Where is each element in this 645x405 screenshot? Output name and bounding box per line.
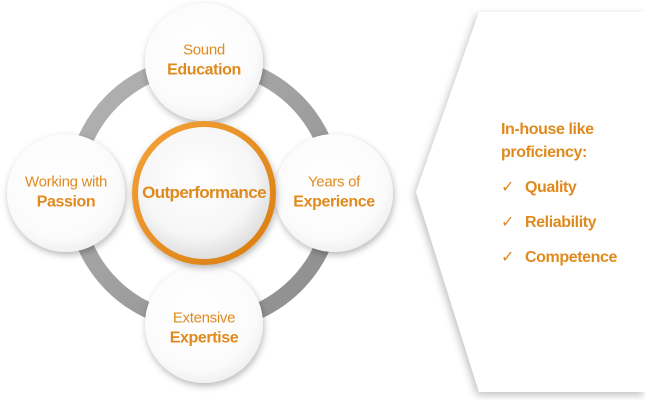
node-left-circle xyxy=(7,134,125,252)
node-bottom-light: Extensive xyxy=(172,309,236,327)
node-right-light: Years of xyxy=(307,173,361,191)
center-circle xyxy=(138,127,270,259)
proficiency-list: ✓ Quality ✓ Reliability ✓ Competence xyxy=(501,178,631,283)
list-item-label: Competence xyxy=(525,249,618,267)
list-item-label: Quality xyxy=(525,179,577,197)
node-right-circle xyxy=(275,134,393,252)
node-top-light: Sound xyxy=(183,41,225,59)
node-top-label: Sound Education xyxy=(167,42,241,81)
center-label: Outperformance xyxy=(142,183,266,202)
proficiency-text: In-house like proficiency: ✓ Quality ✓ R… xyxy=(501,118,631,283)
check-icon: ✓ xyxy=(501,249,515,267)
node-left-label: Working with Passion xyxy=(25,174,107,213)
node-bottom-circle xyxy=(145,265,263,383)
node-right-label: Years of Experience xyxy=(293,173,375,213)
list-item: ✓ Competence xyxy=(501,248,631,283)
list-item: ✓ Quality xyxy=(501,178,631,213)
node-top-bold: Education xyxy=(167,61,241,79)
node-left-light: Working with xyxy=(25,173,107,191)
node-top-circle xyxy=(145,3,263,121)
node-bottom-bold: Expertise xyxy=(169,329,239,347)
list-item-label: Reliability xyxy=(525,214,597,232)
check-icon: ✓ xyxy=(501,214,515,232)
proficiency-panel xyxy=(416,12,645,392)
node-right-bold: Experience xyxy=(293,193,375,211)
list-item: ✓ Reliability xyxy=(501,213,631,248)
check-icon: ✓ xyxy=(501,179,515,197)
node-bottom-label: Extensive Expertise xyxy=(169,309,239,349)
node-left-bold: Passion xyxy=(36,193,96,211)
proficiency-heading: In-house like proficiency: xyxy=(501,121,594,162)
